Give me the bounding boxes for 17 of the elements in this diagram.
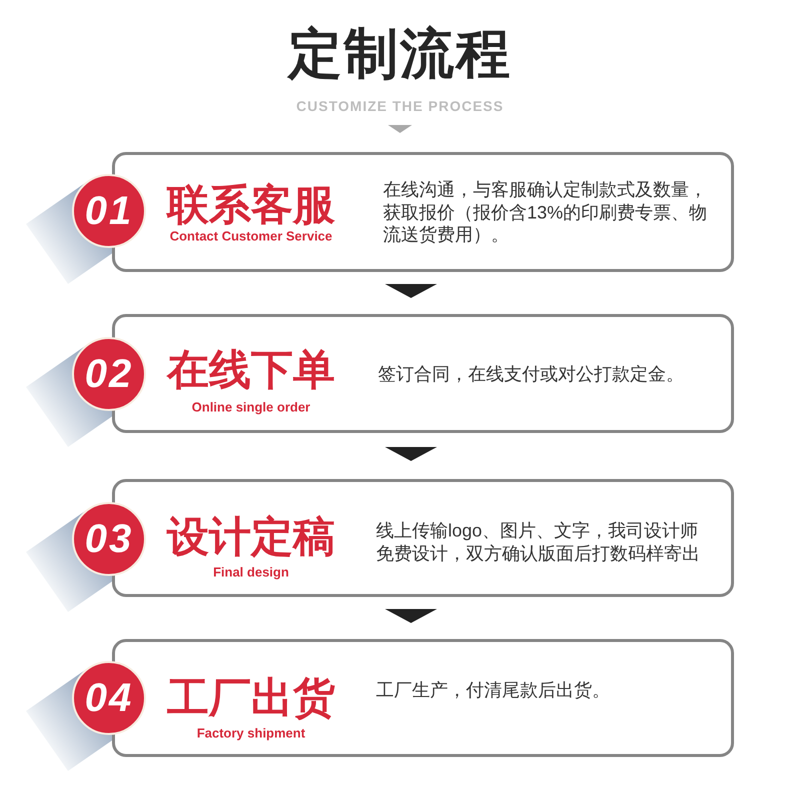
- step-subtitle: Contact Customer Service: [170, 230, 332, 242]
- step-title: 联系客服: [167, 184, 335, 226]
- step-subtitle: Factory shipment: [196, 726, 306, 740]
- step-description: 工厂生产，付清尾款后出货。: [376, 678, 611, 702]
- arrow: [385, 447, 437, 461]
- title: 定制流程: [288, 27, 512, 81]
- step-description: 签订合同，在线支付或对公打款定金。: [378, 362, 685, 386]
- arrow: [385, 284, 437, 298]
- step-title: 设计定稿: [167, 516, 335, 558]
- step-title: 在线下单: [167, 349, 335, 391]
- step-description: 线上传输logo、图片、文字，我司设计师免费设计，双方确认版面后打数码样寄出: [376, 520, 701, 564]
- subtitle: CUSTOMIZE THE PROCESS: [296, 99, 504, 113]
- step-subtitle: Online single order: [192, 400, 310, 414]
- step-subtitle: Final design: [213, 566, 289, 578]
- step-description: 在线沟通，与客服确认定制款式及数量，获取报价（报价含13%的印刷费专票、物流送货费用）。: [383, 178, 708, 246]
- arrow: [385, 609, 437, 623]
- step-title: 工厂出货: [167, 677, 335, 719]
